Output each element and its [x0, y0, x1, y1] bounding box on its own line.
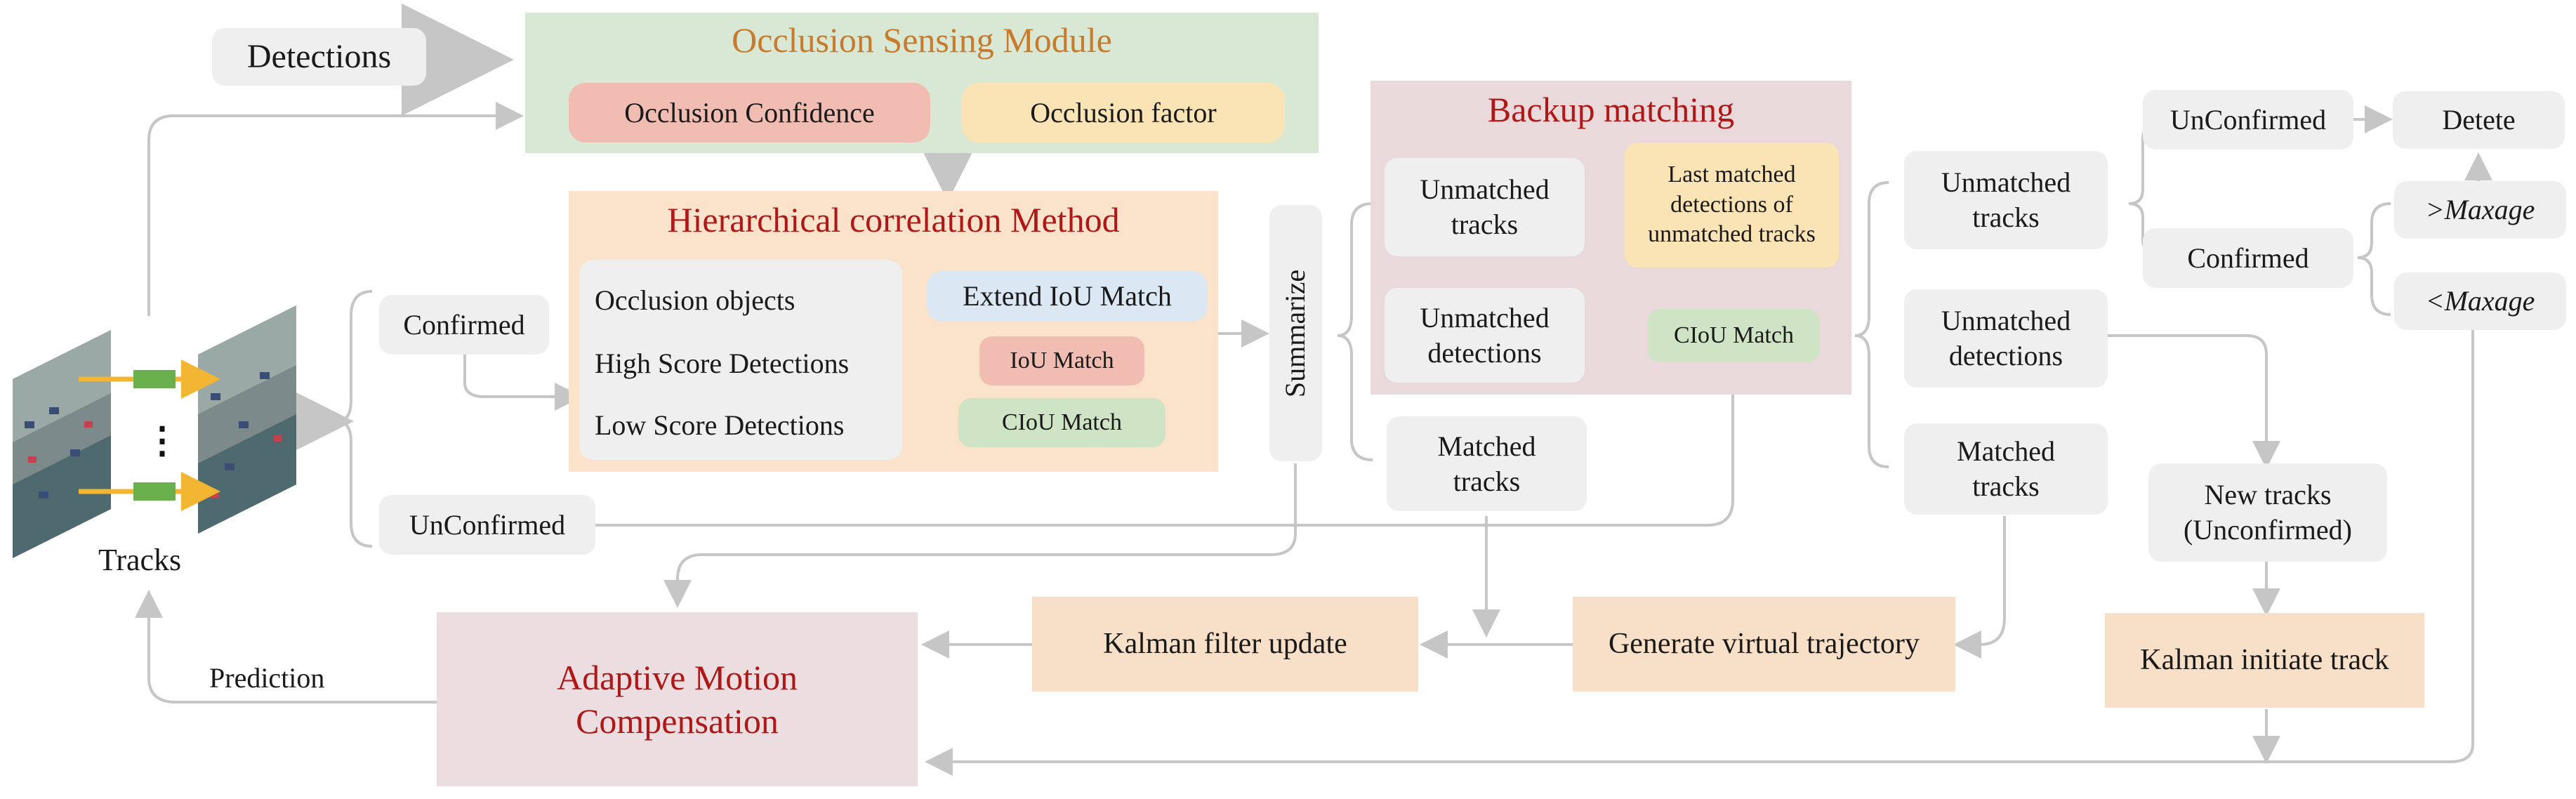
osm-title: Occlusion Sensing Module	[732, 20, 1112, 60]
arrow-dets-to-new-tracks	[2105, 334, 2280, 469]
backup-unmatched-dets-line1: Unmatched	[1420, 301, 1550, 334]
iou-match-label: IoU Match	[1010, 347, 1114, 374]
confirmed-label: Confirmed	[403, 308, 525, 341]
lt-maxage-symbol: <	[2425, 285, 2445, 317]
lt-maxage-word: Maxage	[2444, 285, 2535, 317]
arrow-prediction-to-tracks	[135, 590, 437, 704]
arrow-lt-maxage-to-amc	[925, 330, 2474, 776]
arrow-confirmed-to-hcm	[463, 351, 583, 411]
backup-matching: Backup matching Unmatched tracks Last ma…	[1370, 81, 1851, 395]
confirmed-box: Confirmed	[379, 295, 549, 355]
occlusion-confidence-pill: Occlusion Confidence	[569, 83, 930, 143]
new-tracks-box: New tracks (Unconfirmed)	[2148, 463, 2387, 562]
final-confirmed-box: Confirmed	[2143, 228, 2353, 288]
backup-unmatched-tracks: Unmatched tracks	[1385, 158, 1585, 256]
low-score-detections-label: Low Score Detections	[595, 409, 845, 441]
right-unmatched-dets-line1: Unmatched	[1941, 305, 2071, 336]
hcm-title: Hierarchical correlation Method	[667, 200, 1120, 239]
summarize-box: Summarize	[1269, 205, 1322, 461]
kalman-initiate-track-label: Kalman initiate track	[2140, 644, 2389, 677]
brace-right	[1854, 181, 1889, 468]
hierarchical-correlation-method: Hierarchical correlation Method Occlusio…	[569, 191, 1218, 472]
generate-virtual-trajectory-label: Generate virtual trajectory	[1608, 628, 1920, 661]
arrow-unconfirmed-to-ciou	[595, 356, 1747, 527]
prediction-label: Prediction	[209, 662, 325, 694]
arrow-summarize-to-amc	[663, 463, 1297, 608]
kalman-filter-update-box: Kalman filter update	[1032, 597, 1418, 692]
extend-iou-match-label: Extend IoU Match	[963, 280, 1172, 312]
occlusion-sensing-module: Occlusion Sensing Module Occlusion Confi…	[525, 13, 1319, 153]
extend-iou-match-pill: Extend IoU Match	[927, 271, 1208, 322]
amc-line2: Compensation	[576, 701, 779, 741]
gt-maxage-symbol: >	[2425, 194, 2445, 225]
kalman-filter-update-label: Kalman filter update	[1103, 628, 1347, 661]
summarize-label: Summarize	[1279, 269, 1312, 397]
occlusion-confidence-label: Occlusion Confidence	[624, 96, 875, 128]
occlusion-factor-label: Occlusion factor	[1030, 96, 1217, 128]
mid-matched-line2: tracks	[1453, 465, 1521, 497]
last-matched-line1: Last matched	[1667, 161, 1796, 188]
right-unmatched-detections: Unmatched detections	[1904, 289, 2108, 388]
high-score-detections-label: High Score Detections	[595, 348, 850, 379]
final-unconfirmed-label: UnConfirmed	[2169, 103, 2327, 136]
delete-label: Detete	[2442, 104, 2516, 136]
right-unmatched-dets-line2: detections	[1948, 340, 2063, 371]
backup-title: Backup matching	[1487, 90, 1735, 129]
new-tracks-line2: (Unconfirmed)	[2184, 514, 2352, 546]
amc-line1: Adaptive Motion	[556, 657, 798, 697]
backup-ciou-match-pill: CIoU Match	[1648, 309, 1820, 362]
occlusion-factor-pill: Occlusion factor	[962, 83, 1285, 143]
ciou-match-label: CIoU Match	[1002, 409, 1122, 435]
lt-maxage-box: <Maxage	[2394, 272, 2566, 330]
arrow-matched-to-virtual	[1953, 516, 2006, 659]
tracks-label: Tracks	[98, 543, 182, 577]
detections-label: Detections	[246, 38, 392, 75]
backup-unmatched-detections: Unmatched detections	[1385, 288, 1585, 383]
arrow-tracks-to-osm	[147, 102, 524, 316]
iou-match-pill: IoU Match	[979, 336, 1144, 385]
gt-maxage-box: >Maxage	[2394, 181, 2566, 239]
final-confirmed-label: Confirmed	[2187, 242, 2309, 274]
right-matched-tracks: Matched tracks	[1904, 423, 2108, 515]
unconfirmed-box: UnConfirmed	[379, 495, 595, 555]
brace-confirmed	[2357, 202, 2391, 316]
occlusion-objects-label: Occlusion objects	[595, 284, 795, 316]
backup-unmatched-dets-line2: detections	[1427, 336, 1542, 369]
final-unconfirmed-box: UnConfirmed	[2143, 90, 2353, 150]
brace-left	[336, 290, 373, 548]
last-matched-line3: unmatched tracks	[1648, 221, 1816, 248]
kalman-initiate-track-box: Kalman initiate track	[2105, 613, 2424, 708]
last-matched-detections-box: Last matched detections of unmatched tra…	[1625, 143, 1839, 268]
backup-unmatched-tracks-line2: tracks	[1451, 209, 1519, 240]
mid-matched-line1: Matched	[1437, 430, 1536, 462]
right-matched-line1: Matched	[1957, 435, 2055, 467]
hcm-input-panel: Occlusion objects High Score Detections …	[579, 260, 902, 460]
right-unmatched-tracks: Unmatched tracks	[1904, 151, 2108, 249]
right-unmatched-tracks-line1: Unmatched	[1941, 166, 2071, 198]
frames-ellipsis: ⋮	[144, 421, 180, 461]
mid-matched-tracks: Matched tracks	[1387, 416, 1587, 511]
adaptive-motion-compensation-box: Adaptive Motion Compensation	[437, 612, 918, 786]
gt-maxage-word: Maxage	[2444, 194, 2535, 225]
backup-ciou-match-label: CIoU Match	[1674, 322, 1794, 348]
detections-box: Detections	[212, 28, 426, 86]
aerial-video-frames-icon	[13, 305, 296, 558]
brace-summarize	[1337, 202, 1373, 461]
new-tracks-line1: New tracks	[2204, 479, 2332, 510]
generate-virtual-trajectory-box: Generate virtual trajectory	[1573, 597, 1955, 692]
last-matched-line2: detections of	[1670, 191, 1793, 218]
backup-unmatched-tracks-line1: Unmatched	[1420, 173, 1550, 205]
right-unmatched-tracks-line2: tracks	[1972, 202, 2040, 233]
right-matched-line2: tracks	[1972, 470, 2040, 502]
ciou-match-pill: CIoU Match	[958, 398, 1165, 447]
unconfirmed-label: UnConfirmed	[409, 508, 566, 541]
delete-box: Detete	[2393, 91, 2565, 149]
